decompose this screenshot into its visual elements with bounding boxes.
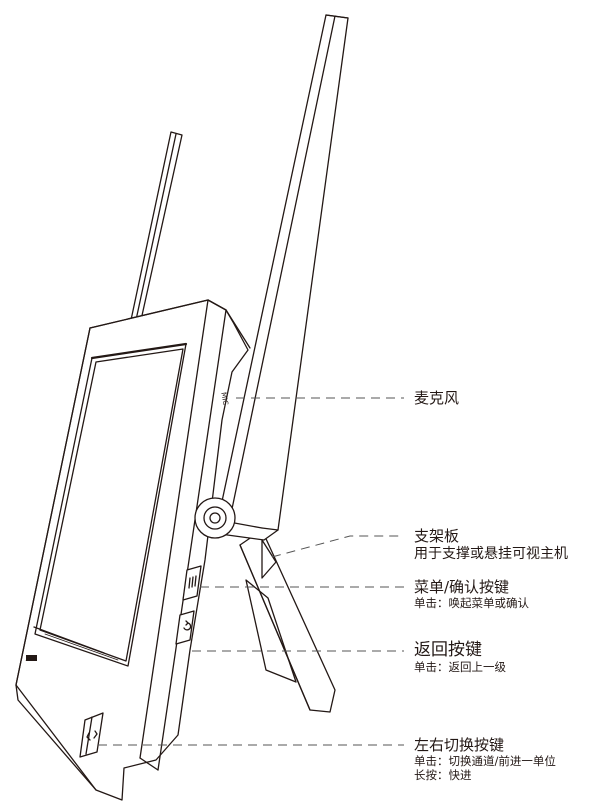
support-bar xyxy=(217,14,349,541)
mic-label: MIC xyxy=(219,392,229,406)
callout-back-desc: 单击：返回上一级 xyxy=(414,660,506,674)
callout-stand-title: 支架板 xyxy=(414,527,460,545)
callout-switch-desc: 单击：切换通道/前进一单位 xyxy=(414,754,556,768)
svg-text:MIC: MIC xyxy=(219,392,229,406)
callout-mic: 麦克风 xyxy=(414,389,459,407)
brand-label: PRO xyxy=(25,660,27,662)
brand-badge xyxy=(26,655,37,661)
callout-stand-desc: 用于支撑或悬挂可视主机 xyxy=(414,546,568,562)
callout-back-title: 返回按键 xyxy=(414,640,482,660)
callout-switch-title: 左右切换按键 xyxy=(414,736,505,754)
stand-plate xyxy=(239,529,336,713)
callout-switch: 左右切换按键 单击：切换通道/前进一单位 长按：快进 xyxy=(414,736,556,782)
menu-confirm-button[interactable] xyxy=(182,565,202,601)
left-right-switch-button[interactable] xyxy=(79,712,104,758)
screen xyxy=(33,342,188,667)
callout-mic-title: 麦克风 xyxy=(414,389,460,407)
leader-line-stand xyxy=(271,535,404,558)
rear-antenna xyxy=(130,131,183,321)
callout-stand: 支架板 用于支撑或悬挂可视主机 xyxy=(414,527,568,563)
back-button[interactable] xyxy=(175,610,195,645)
callout-back: 返回按键 单击：返回上一级 xyxy=(414,640,506,674)
hinge xyxy=(194,497,236,539)
callout-switch-desc2: 长按：快进 xyxy=(414,768,472,782)
callout-menu-title: 菜单/确认按键 xyxy=(414,578,510,596)
callout-menu: 菜单/确认按键 单击：唤起菜单或确认 xyxy=(414,578,529,610)
callout-menu-desc: 单击：唤起菜单或确认 xyxy=(414,596,529,610)
